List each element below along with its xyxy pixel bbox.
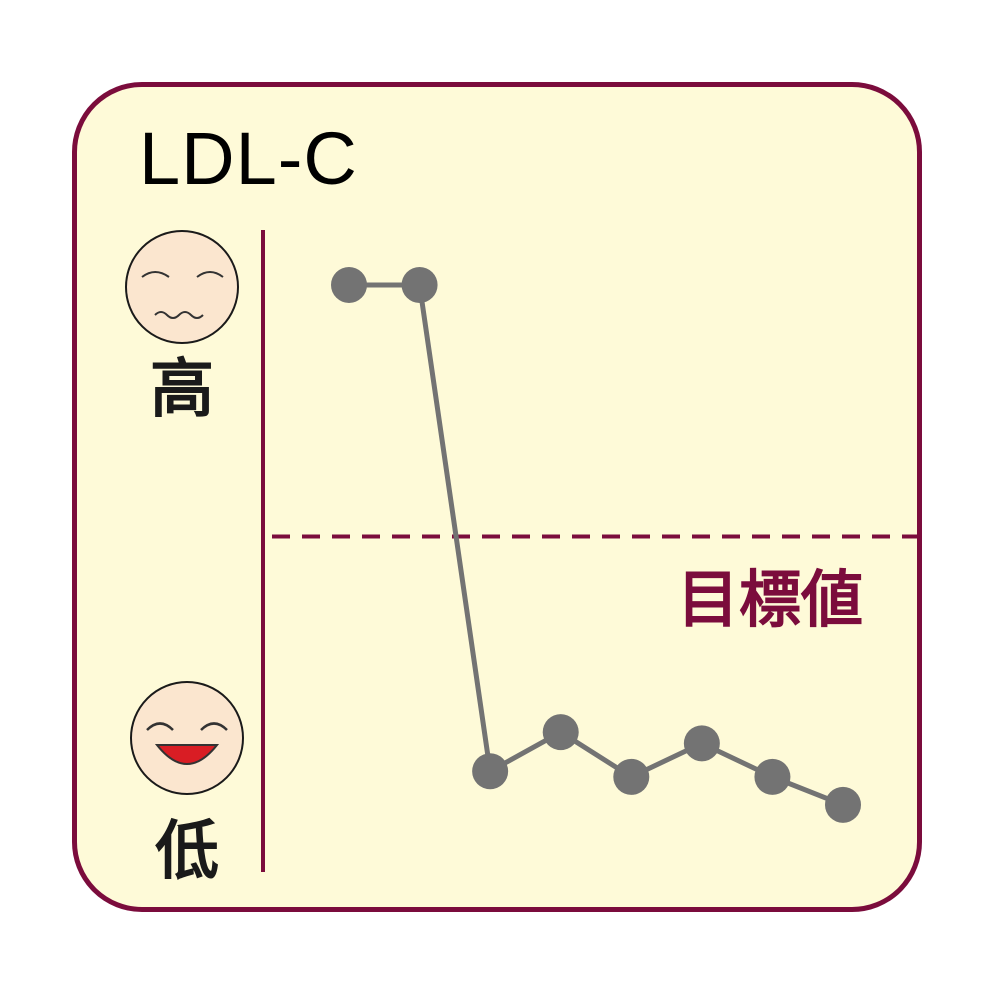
smiling-face-icon bbox=[130, 681, 244, 795]
data-point-4 bbox=[542, 714, 579, 751]
data-point-2 bbox=[401, 266, 438, 303]
y-low-label: 低 bbox=[155, 815, 219, 889]
series-points bbox=[331, 266, 861, 823]
worried-face-icon bbox=[125, 230, 239, 344]
series-line bbox=[349, 282, 844, 808]
ldl-line-chart bbox=[125, 230, 917, 872]
data-point-3 bbox=[472, 753, 509, 790]
chart-title: LDL-C bbox=[139, 117, 358, 200]
chart-card: LDL-C 高 低 目標値 bbox=[72, 82, 922, 912]
data-point-7 bbox=[754, 758, 791, 795]
data-point-6 bbox=[683, 725, 720, 762]
data-point-5 bbox=[613, 758, 650, 795]
data-point-8 bbox=[825, 786, 861, 823]
y-high-label: 高 bbox=[150, 353, 214, 427]
data-point-1 bbox=[331, 266, 367, 303]
target-label: 目標値 bbox=[677, 563, 864, 636]
